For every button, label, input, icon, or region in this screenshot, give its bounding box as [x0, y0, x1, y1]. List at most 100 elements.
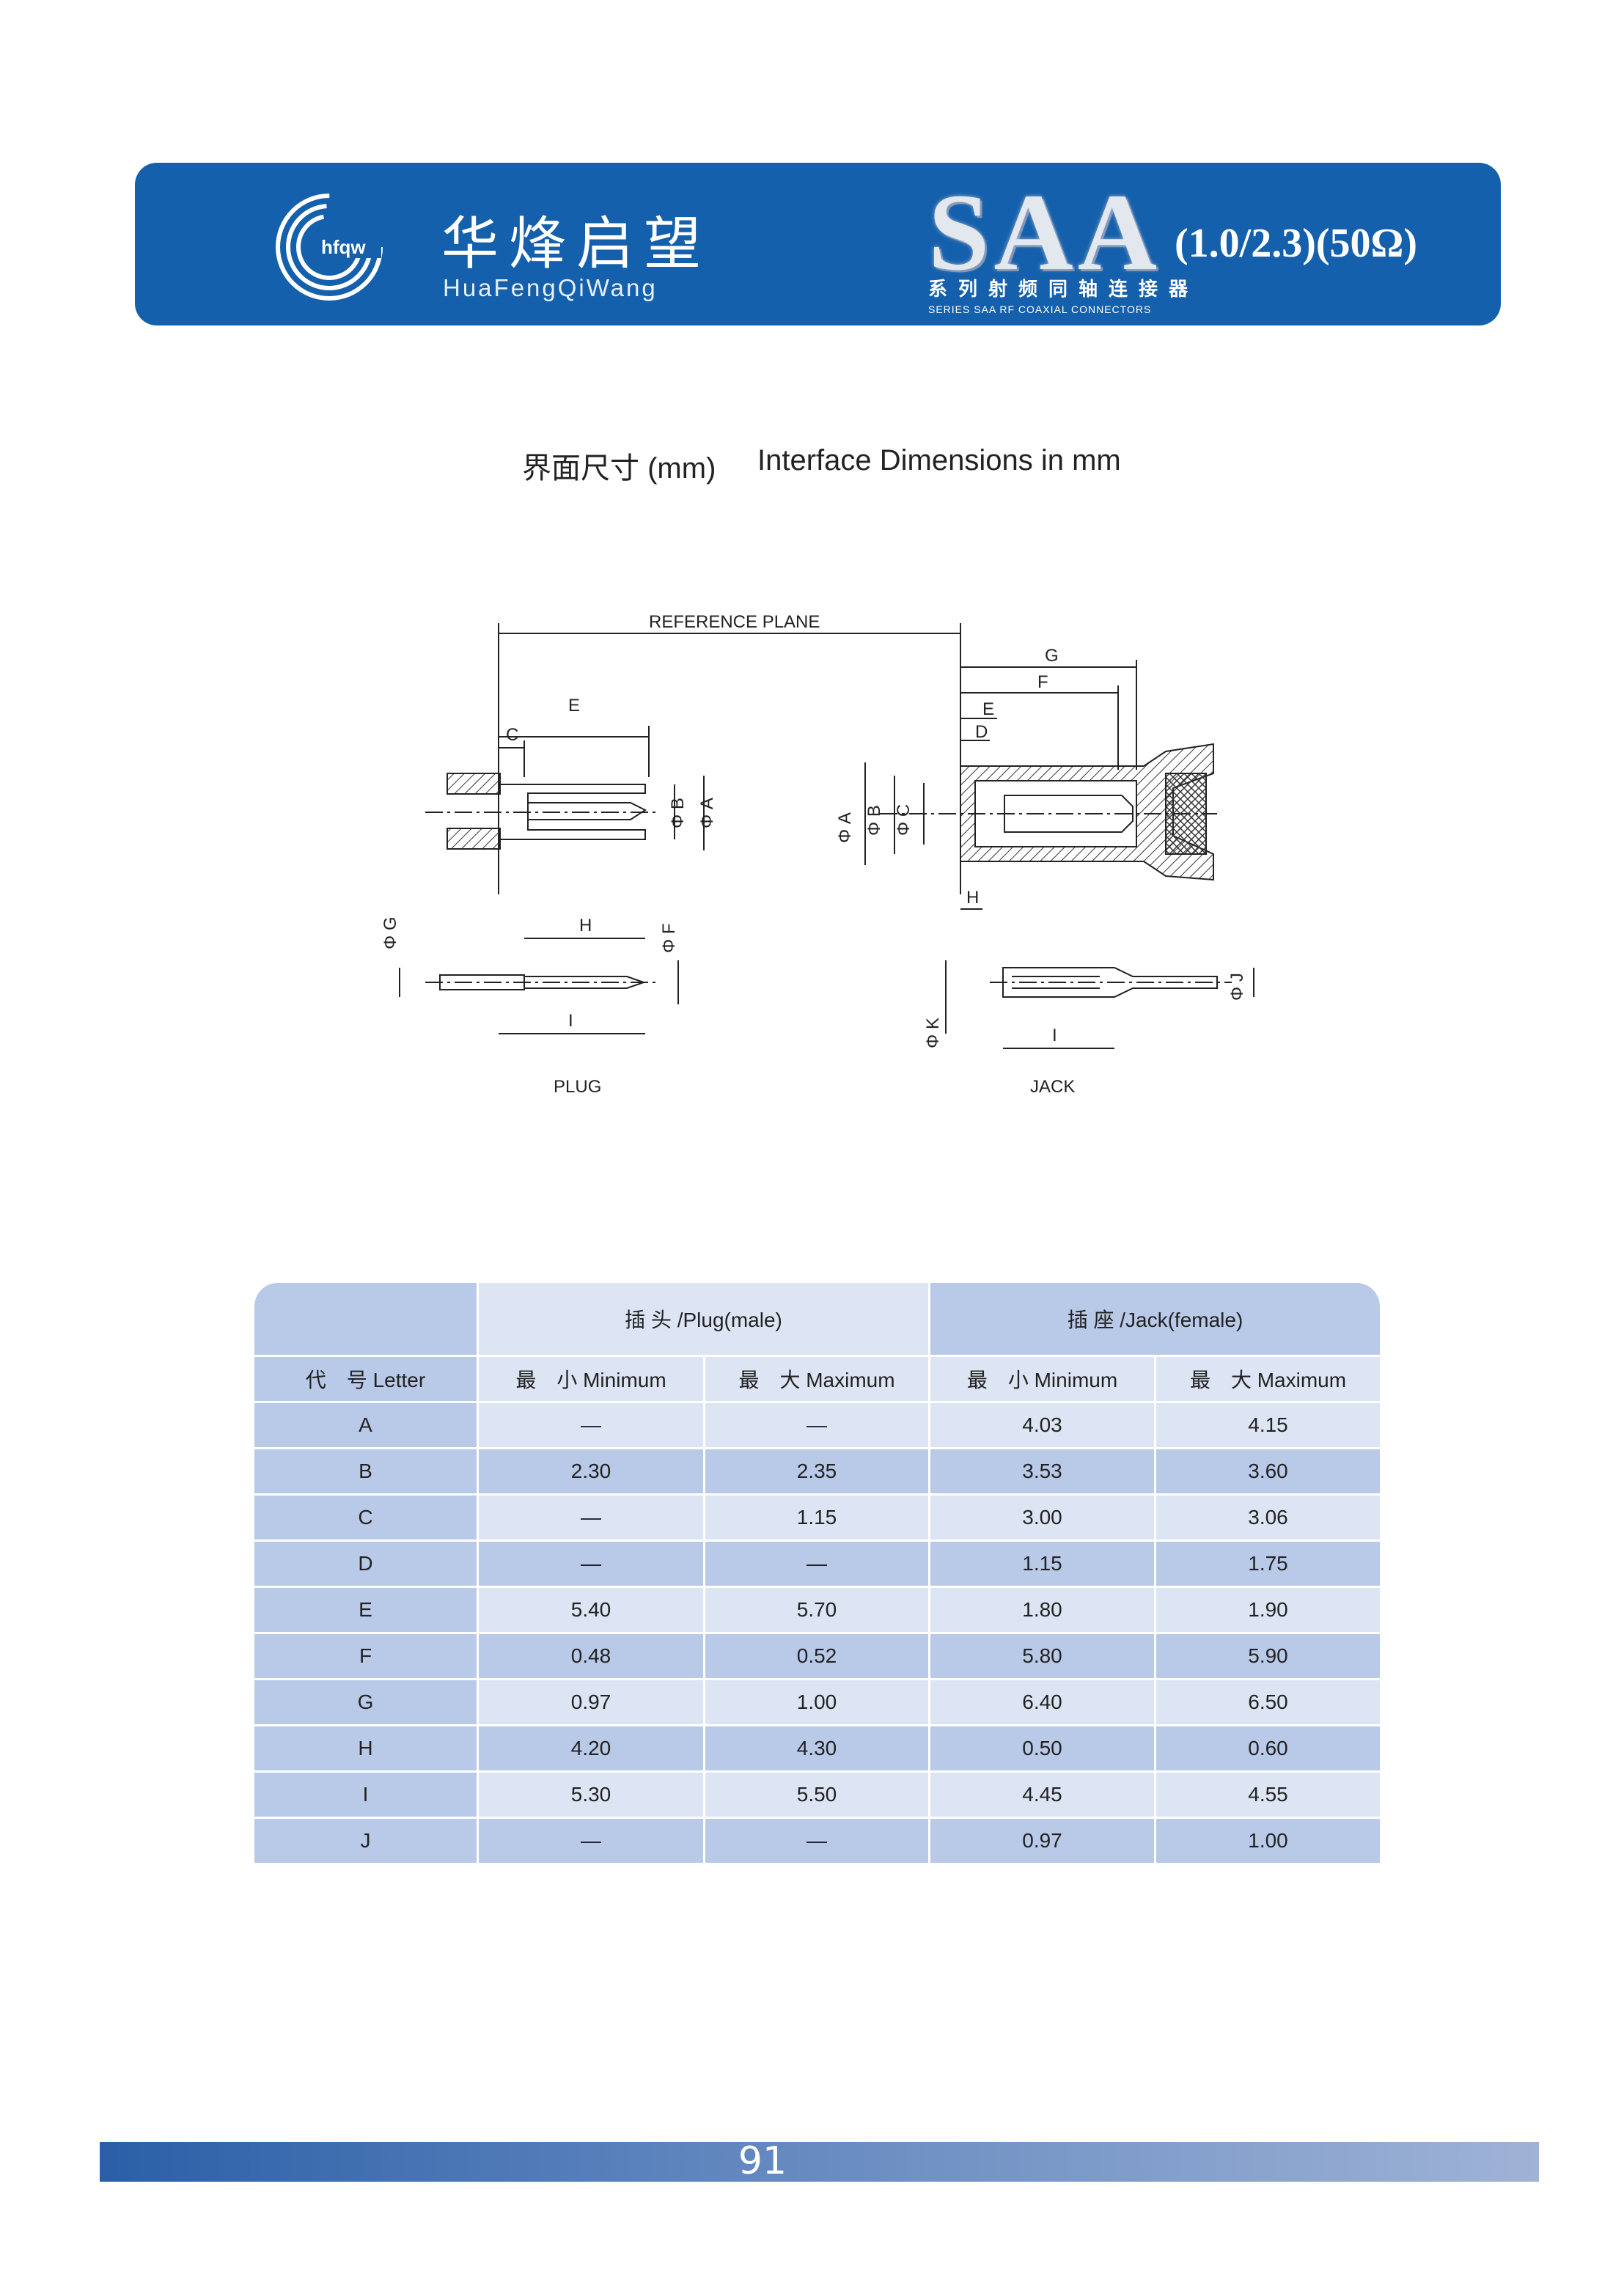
- jack-min-cell: 0.97: [930, 1819, 1156, 1863]
- plug-min-cell: 5.30: [479, 1773, 705, 1817]
- plug-max-cell: —: [705, 1542, 930, 1586]
- letter-cell: C: [254, 1496, 479, 1540]
- brand-name-en: HuaFengQiWang: [443, 274, 658, 301]
- jack-min-cell: 3.00: [930, 1496, 1156, 1540]
- plug-max-cell: 5.50: [705, 1773, 930, 1817]
- plug-max-cell: —: [705, 1819, 930, 1863]
- plug-caption: PLUG: [554, 1077, 601, 1097]
- plug-label-phi-b: Φ B: [668, 798, 688, 828]
- plug-min-cell: 0.48: [479, 1634, 705, 1678]
- table-header-group-row: 插 头 /Plug(male) 插 座 /Jack(female): [254, 1283, 1380, 1355]
- section-title-en: Interface Dimensions in mm: [757, 444, 1121, 477]
- plug-label-phi-g: Φ G: [381, 917, 400, 949]
- plug-label-phi-f: Φ F: [659, 924, 679, 953]
- interface-drawing: REFERENCE PLANE E C Φ B Φ A Φ G H Φ F I …: [381, 612, 1254, 1097]
- jack-caption: JACK: [1030, 1077, 1075, 1097]
- series-subtitle-en: SERIES SAA RF COAXIAL CONNECTORS: [928, 304, 1152, 315]
- series-spec: (1.0/2.3)(50Ω): [1175, 221, 1417, 266]
- jack-label-h: H: [966, 888, 979, 908]
- jack-max-cell: 1.90: [1156, 1588, 1380, 1632]
- jack-label-phi-c: Φ C: [894, 804, 914, 836]
- section-title-cn: 界面尺寸 (mm): [522, 452, 716, 485]
- jack-max-cell: 1.00: [1156, 1819, 1380, 1863]
- plug-max-cell: 4.30: [705, 1726, 930, 1770]
- letter-cell: E: [254, 1588, 479, 1632]
- plug-min-cell: 4.20: [479, 1726, 705, 1770]
- plug-label-i: I: [568, 1011, 573, 1031]
- plug-min-cell: 5.40: [479, 1588, 705, 1632]
- jack-label-e: E: [982, 699, 994, 719]
- plug-body: [425, 773, 660, 850]
- jack-min-cell: 1.15: [930, 1542, 1156, 1586]
- plug-max-cell: 1.00: [705, 1680, 930, 1724]
- dimension-table: 插 头 /Plug(male) 插 座 /Jack(female) 代 号 Le…: [254, 1283, 1380, 1864]
- plug-min-header: 最 小 Minimum: [479, 1357, 705, 1401]
- plug-group-header: 插 头 /Plug(male): [479, 1283, 930, 1355]
- header-banner: hfqw 华烽启望 HuaFengQiWang SAA (1.0/2.3)(50…: [135, 163, 1501, 325]
- jack-min-cell: 1.80: [930, 1588, 1156, 1632]
- jack-body: [880, 743, 1217, 881]
- jack-max-cell: 4.15: [1156, 1403, 1380, 1447]
- plug-label-c: C: [506, 725, 518, 745]
- jack-contact: [990, 967, 1232, 998]
- plug-max-cell: —: [705, 1403, 930, 1447]
- jack-label-phi-b: Φ B: [864, 805, 884, 836]
- plug-min-cell: 2.30: [479, 1449, 705, 1493]
- letter-cell: H: [254, 1726, 479, 1770]
- jack-max-cell: 5.90: [1156, 1634, 1380, 1678]
- jack-min-cell: 4.45: [930, 1773, 1156, 1817]
- jack-min-cell: 6.40: [930, 1680, 1156, 1724]
- jack-min-cell: 0.50: [930, 1726, 1156, 1770]
- jack-label-d: D: [975, 722, 988, 742]
- jack-min-header: 最 小 Minimum: [930, 1357, 1156, 1401]
- plug-max-cell: 0.52: [705, 1634, 930, 1678]
- plug-max-header: 最 大 Maximum: [705, 1357, 930, 1401]
- logo-text: hfqw: [321, 236, 366, 258]
- plug-min-cell: —: [479, 1496, 705, 1540]
- jack-min-cell: 4.03: [930, 1403, 1156, 1447]
- jack-max-cell: 3.60: [1156, 1449, 1380, 1493]
- plug-min-cell: —: [479, 1819, 705, 1863]
- plug-min-cell: —: [479, 1542, 705, 1586]
- jack-max-header: 最 大 Maximum: [1156, 1357, 1380, 1401]
- letter-cell: B: [254, 1449, 479, 1493]
- jack-label-phi-k: Φ K: [923, 1018, 943, 1048]
- reference-plane-label: REFERENCE PLANE: [649, 612, 820, 632]
- letter-cell: A: [254, 1403, 479, 1447]
- letter-cell: D: [254, 1542, 479, 1586]
- jack-max-cell: 6.50: [1156, 1680, 1380, 1724]
- page-number: 91: [738, 2139, 787, 2183]
- footer-bar: [100, 2142, 1539, 2182]
- brand-name-cn: 华烽启望: [441, 211, 712, 277]
- jack-label-i: I: [1052, 1026, 1057, 1045]
- letter-cell: G: [254, 1680, 479, 1724]
- letter-cell: F: [254, 1634, 479, 1678]
- jack-group-header: 插 座 /Jack(female): [930, 1283, 1380, 1355]
- jack-label-f: F: [1037, 672, 1048, 692]
- jack-max-cell: 1.75: [1156, 1542, 1380, 1586]
- jack-max-cell: 4.55: [1156, 1773, 1380, 1817]
- series-name: SAA: [928, 172, 1162, 293]
- plug-min-cell: 0.97: [479, 1680, 705, 1724]
- jack-min-cell: 3.53: [930, 1449, 1156, 1493]
- plug-max-cell: 5.70: [705, 1588, 930, 1632]
- plug-pin: [425, 974, 660, 990]
- jack-min-cell: 5.80: [930, 1634, 1156, 1678]
- jack-label-phi-a: Φ A: [835, 812, 855, 843]
- letter-cell: I: [254, 1773, 479, 1817]
- plug-min-cell: —: [479, 1403, 705, 1447]
- jack-label-phi-j: Φ J: [1227, 973, 1247, 1001]
- plug-label-h: H: [579, 916, 592, 935]
- plug-max-cell: 2.35: [705, 1449, 930, 1493]
- series-subtitle-cn: 系列射频同轴连接器: [928, 278, 1199, 300]
- plug-max-cell: 1.15: [705, 1496, 930, 1540]
